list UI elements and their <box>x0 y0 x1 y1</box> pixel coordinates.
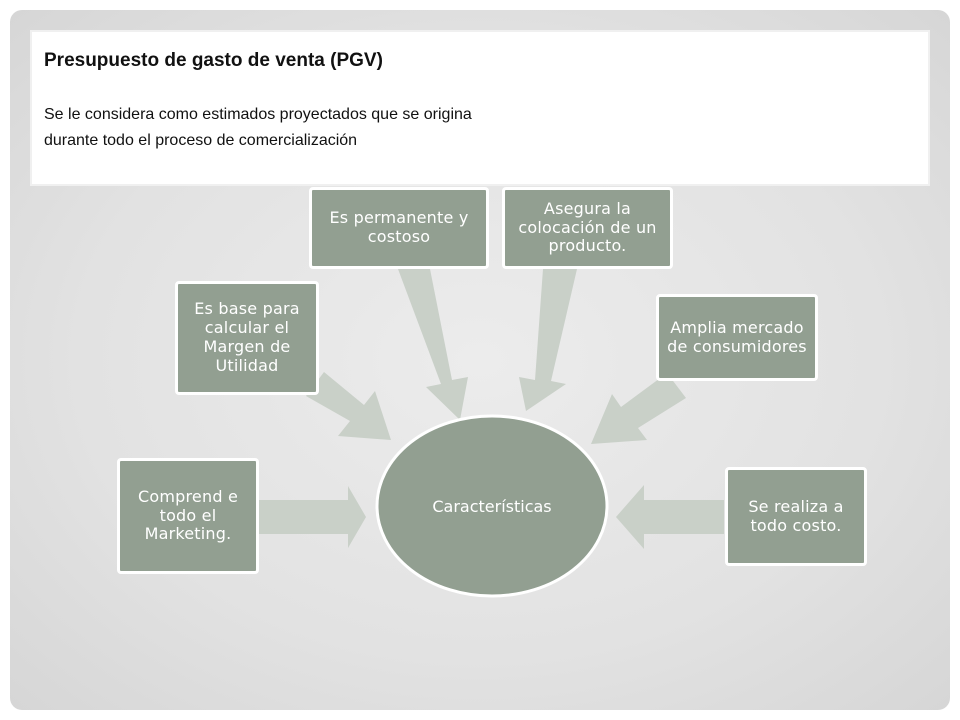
node-mercado: Amplia mercado de consumidores <box>656 294 818 381</box>
slide-title: Presupuesto de gasto de venta (PGV) <box>44 50 383 71</box>
node-colocacion: Asegura la colocación de un producto. <box>502 187 673 269</box>
description-line-2: durante todo el proceso de comercializac… <box>44 132 358 149</box>
slide: Presupuesto de gasto de venta (PGV) Se l… <box>10 10 950 710</box>
arrow-permanente <box>398 269 468 420</box>
center-circle <box>375 414 609 598</box>
arrow-margen <box>306 372 391 440</box>
arrow-colocacion <box>519 269 577 411</box>
node-costo: Se realiza a todo costo. <box>725 467 867 566</box>
center-label: Características <box>432 497 551 516</box>
node-margen: Es base para calcular el Margen de Utili… <box>175 281 319 395</box>
arrow-mercado <box>591 373 686 444</box>
radial-diagram: Características <box>258 269 724 598</box>
node-permanente: Es permanente y costoso <box>309 187 489 269</box>
arrow-costo <box>616 485 724 549</box>
arrow-marketing <box>258 486 366 548</box>
header-box: Presupuesto de gasto de venta (PGV) Se l… <box>30 30 930 186</box>
node-marketing: Comprend e todo el Marketing. <box>117 458 259 574</box>
description-line-1: Se le considera como estimados proyectad… <box>44 106 472 123</box>
header-inner: Presupuesto de gasto de venta (PGV) Se l… <box>40 40 920 176</box>
